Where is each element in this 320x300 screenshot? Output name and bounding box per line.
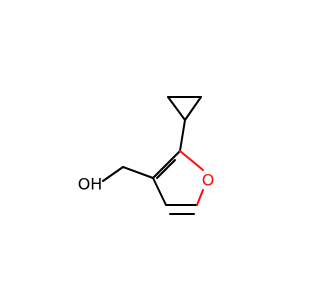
hydroxyl-label: OH	[78, 175, 103, 194]
bond-o-c2	[179, 150, 204, 171]
bond-c3-ch2	[122, 166, 154, 179]
structure-diagram: O OH	[78, 96, 215, 215]
bond-c2-c3	[152, 150, 181, 179]
bond-cyclopropyl-right	[184, 96, 202, 121]
bond-cyclopropyl-furan	[179, 119, 186, 152]
molecule-canvas: O OH	[78, 96, 215, 215]
bond-c5-o	[196, 189, 204, 206]
bond-cyclopropyl-left	[167, 96, 186, 121]
oxygen-ring-label: O	[202, 171, 215, 190]
bond-c3-c4	[152, 177, 167, 206]
bond-c2-c3-double	[156, 159, 176, 179]
bond-ch2-oh	[102, 166, 124, 182]
